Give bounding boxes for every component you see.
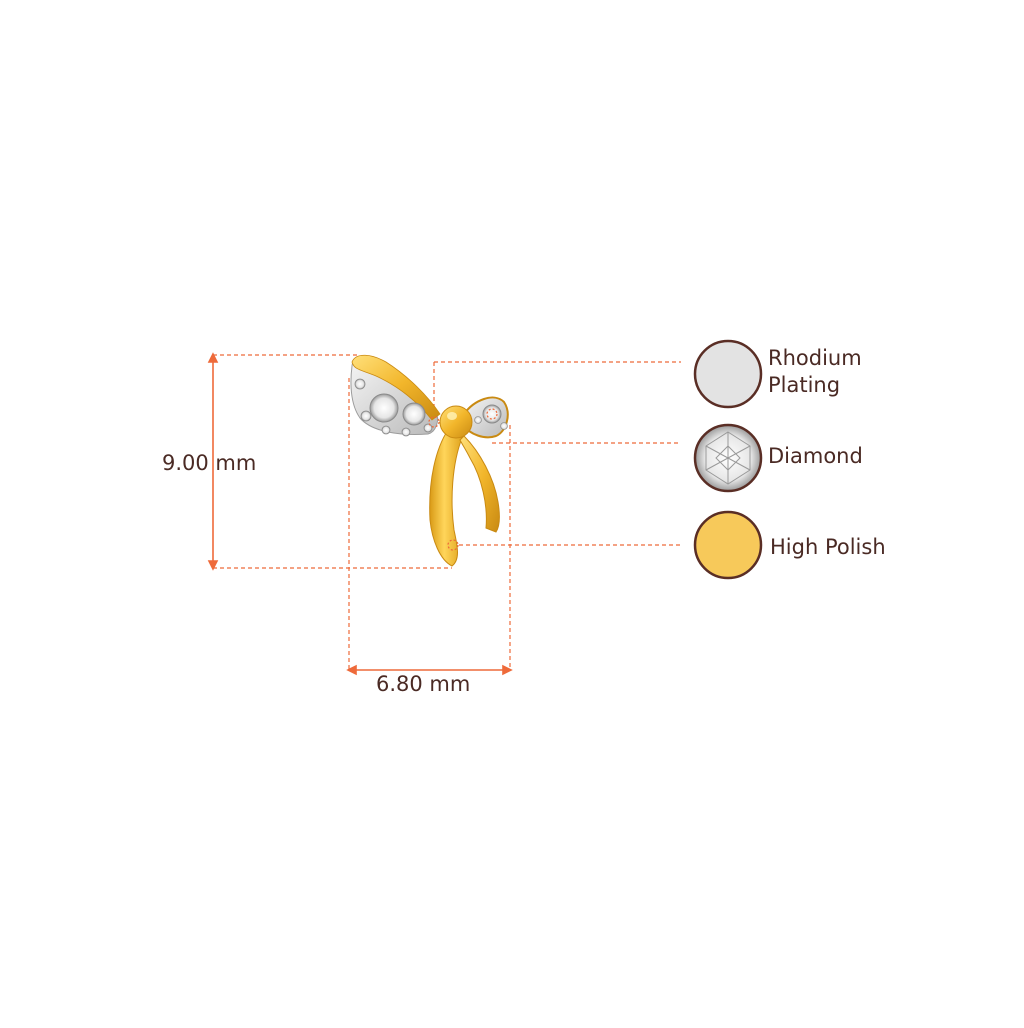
bow-knot [439, 405, 473, 439]
width-dimension-label: 6.80 mm [376, 672, 471, 696]
diamond-small-1 [354, 378, 366, 390]
dimension-guides [213, 354, 681, 670]
width-arrow-left [346, 664, 357, 676]
legend-swatches [693, 339, 763, 580]
diamond-small-3 [381, 425, 391, 435]
diamond-large-2 [402, 402, 426, 426]
dimension-arrows [207, 352, 513, 676]
diamond-large-1 [369, 393, 399, 423]
width-arrow-right [502, 664, 513, 676]
polish-callout-marker [447, 539, 459, 551]
height-arrow-top [207, 352, 219, 363]
diamond-small-4 [401, 427, 411, 437]
diamond-small-5 [423, 423, 433, 433]
rhodium-callout-marker [428, 416, 440, 428]
diamond-right [482, 404, 502, 424]
height-arrow-bottom [207, 560, 219, 571]
diamond-small-2 [360, 410, 372, 422]
legend-rhodium-label: Rhodium Plating [768, 345, 862, 399]
diamond-callout-marker [486, 408, 498, 420]
legend-diamond-label: Diamond [768, 444, 863, 468]
height-dimension-label: 9.00 mm [162, 451, 257, 475]
rhodium-swatch [693, 339, 763, 409]
legend-polish-label: High Polish [770, 535, 886, 559]
legend-rhodium-line2: Plating [768, 373, 841, 397]
left-tail [429, 429, 463, 567]
diamond-right-small-2 [500, 422, 508, 430]
knot-highlight [447, 412, 457, 420]
right-tail [459, 435, 500, 533]
gold-swatch [693, 510, 763, 580]
legend-rhodium-line1: Rhodium [768, 346, 862, 370]
diamond-right-small-1 [474, 416, 482, 424]
bow-earring [350, 354, 509, 567]
diamond-swatch [693, 423, 763, 493]
